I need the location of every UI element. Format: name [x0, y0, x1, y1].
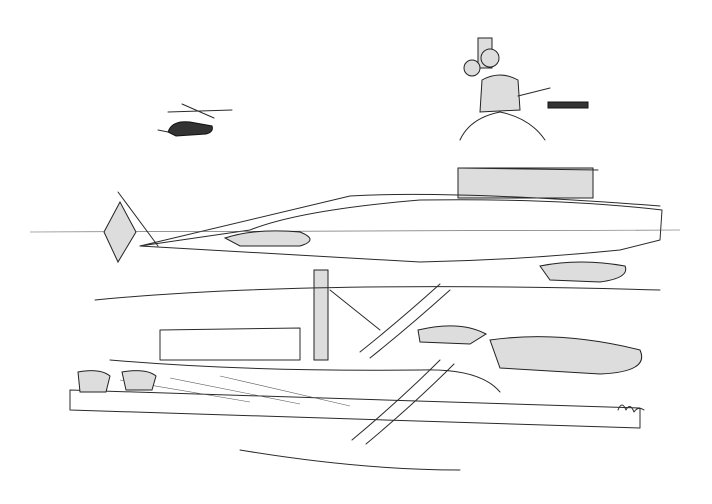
lower-deck: [69, 286, 661, 471]
mast-dome: [457, 37, 599, 199]
upper-deck: [29, 193, 681, 283]
flag: [103, 191, 159, 264]
helicopter: [157, 103, 233, 137]
artist-signature: [617, 404, 645, 413]
